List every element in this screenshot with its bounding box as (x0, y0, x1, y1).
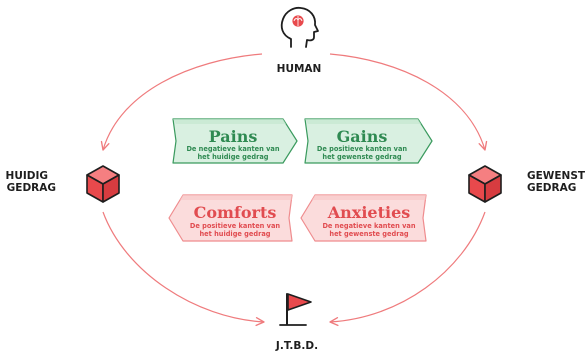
flag-icon (279, 293, 312, 326)
anxieties-card: Anxieties De negatieve kanten van het ge… (300, 194, 427, 242)
cube-icon-desired (468, 165, 502, 203)
pains-card: Pains De negatieve kanten van het huidig… (172, 118, 298, 164)
desired-behavior-label-line2: GEDRAG (527, 182, 576, 194)
head-brain-icon (280, 6, 319, 48)
arc-current-to-jtbd (102, 211, 265, 327)
anxieties-desc-line1: De negatieve kanten van (322, 222, 415, 230)
comforts-desc-line2: het huidige gedrag (199, 230, 270, 238)
gains-desc-line1: De positieve kanten van (317, 145, 408, 153)
gains-card: Gains De positieve kanten van het gewens… (304, 118, 433, 164)
anxieties-desc-line2: het gewenste gedrag (329, 230, 409, 238)
arc-human-to-current (100, 53, 263, 151)
human-label: HUMAN (277, 63, 322, 75)
gains-desc-line2: het gewenste gedrag (322, 153, 402, 161)
comforts-title: Comforts (194, 203, 277, 222)
current-behavior-label-line1: HUIDIG (6, 170, 48, 182)
pains-desc-line2: het huidige gedrag (197, 153, 268, 161)
current-behavior-label-line2: GEDRAG (7, 182, 56, 194)
pains-desc-line1: De negatieve kanten van (186, 145, 279, 153)
desired-behavior-label-line1: GEWENST (527, 170, 585, 182)
cube-icon-current (86, 165, 120, 203)
anxieties-title: Anxieties (327, 203, 411, 222)
arc-human-to-desired (329, 53, 488, 151)
pains-title: Pains (209, 127, 258, 146)
arc-desired-to-jtbd (329, 211, 486, 327)
gains-title: Gains (337, 127, 388, 146)
comforts-card: Comforts De positieve kanten van het hui… (168, 194, 293, 242)
jtbd-label: J.T.B.D. (275, 340, 318, 352)
comforts-desc-line1: De positieve kanten van (190, 222, 281, 230)
